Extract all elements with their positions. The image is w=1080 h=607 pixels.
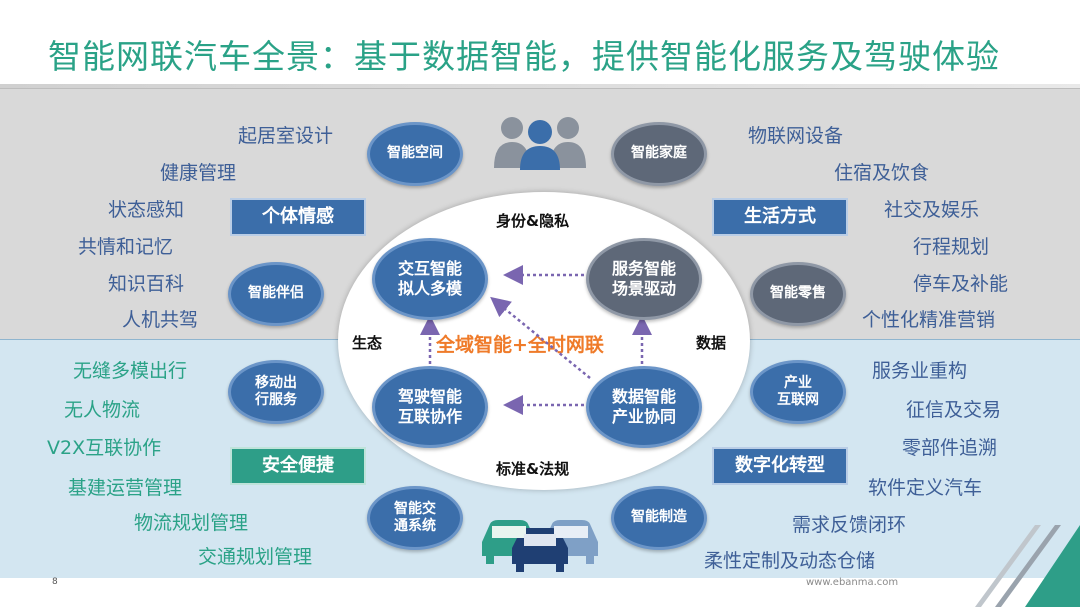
- label-ecosystem: 生态: [352, 334, 383, 352]
- br-item-5: 柔性定制及动态仓储: [704, 550, 876, 572]
- bl-item-2: V2X互联协作: [47, 437, 162, 459]
- bubble-service-intelligence: 服务智能 场景驱动: [586, 238, 702, 320]
- bl-item-1: 无人物流: [64, 399, 141, 421]
- tl-item-4: 知识百科: [108, 273, 185, 295]
- bubble-smart-manufacturing: 智能制造: [611, 486, 707, 550]
- bl-item-4: 物流规划管理: [134, 512, 249, 534]
- label-safety-convenience: 安全便捷: [230, 447, 366, 485]
- bubble-smart-home-label: 智能家庭: [631, 145, 687, 162]
- bubble-data-label: 数据智能 产业协同: [611, 387, 676, 426]
- bubble-interaction-intelligence: 交互智能 拟人多模: [372, 238, 488, 320]
- tr-item-4: 停车及补能: [913, 273, 1009, 295]
- bubble-smart-companion-label: 智能伴侣: [248, 285, 304, 302]
- tl-item-3: 共情和记忆: [78, 236, 174, 258]
- bubble-industrial-label: 产业 互联网: [777, 374, 819, 409]
- tl-item-0: 起居室设计: [238, 125, 334, 147]
- page-title: 智能网联汽车全景：基于数据智能，提供智能化服务及驾驶体验: [48, 37, 1000, 76]
- br-item-0: 服务业重构: [872, 360, 968, 382]
- cars-icon: [482, 520, 598, 572]
- footer-url: www.ebanma.com: [806, 577, 899, 588]
- tr-item-0: 物联网设备: [748, 125, 844, 147]
- br-item-3: 软件定义汽车: [868, 477, 983, 499]
- title-rule: [0, 84, 1080, 88]
- bubble-smart-home: 智能家庭: [611, 122, 707, 186]
- decorative-stripes: [975, 525, 1080, 607]
- bubble-industrial-internet: 产业 互联网: [750, 360, 846, 424]
- tr-item-1: 住宿及饮食: [834, 162, 930, 184]
- label-data: 数据: [696, 334, 727, 352]
- bubble-driving-label: 驾驶智能 互联协作: [397, 387, 462, 426]
- bubble-mobility-service: 移动出 行服务: [228, 360, 324, 424]
- bubble-driving-intelligence: 驾驶智能 互联协作: [372, 366, 488, 448]
- bl-item-5: 交通规划管理: [198, 546, 313, 568]
- bubble-smart-companion: 智能伴侣: [228, 262, 324, 326]
- tr-item-5: 个性化精准营销: [862, 309, 996, 331]
- bl-item-0: 无缝多模出行: [73, 360, 188, 382]
- br-item-2: 零部件追溯: [902, 437, 998, 459]
- br-item-1: 征信及交易: [906, 399, 1002, 421]
- bubble-data-intelligence: 数据智能 产业协同: [586, 366, 702, 448]
- bubble-smart-manufacturing-label: 智能制造: [631, 509, 687, 526]
- bubble-mobility-label: 移动出 行服务: [255, 374, 297, 409]
- label-identity-privacy: 身份&隐私: [496, 212, 570, 230]
- tl-item-5: 人机共驾: [122, 309, 199, 331]
- people-group-icon: [494, 117, 586, 170]
- tr-item-2: 社交及娱乐: [884, 199, 980, 221]
- bl-item-3: 基建运营管理: [68, 477, 183, 499]
- tl-item-2: 状态感知: [108, 199, 185, 221]
- bubble-smart-retail-label: 智能零售: [770, 285, 826, 302]
- bubble-smart-traffic: 智能交 通系统: [367, 486, 463, 550]
- tr-item-3: 行程规划: [913, 236, 990, 258]
- bubble-interaction-label: 交互智能 拟人多模: [397, 259, 462, 298]
- arrow-data-to-interaction: [490, 296, 591, 379]
- page-number: 8: [52, 577, 58, 587]
- label-digital-transformation: 数字化转型: [712, 447, 848, 485]
- bubble-smart-traffic-label: 智能交 通系统: [394, 500, 436, 535]
- label-lifestyle: 生活方式: [712, 198, 848, 236]
- tl-item-1: 健康管理: [160, 162, 237, 184]
- core-text: 全域智能+全时网联: [436, 334, 604, 356]
- bubble-smart-space-label: 智能空间: [387, 145, 443, 162]
- br-item-4: 需求反馈闭环: [792, 514, 907, 536]
- label-standards-regulations: 标准&法规: [496, 460, 570, 478]
- label-individual-emotion: 个体情感: [230, 198, 366, 236]
- bubble-smart-retail: 智能零售: [750, 262, 846, 326]
- bubble-smart-space: 智能空间: [367, 122, 463, 186]
- bubble-service-label: 服务智能 场景驱动: [611, 259, 676, 298]
